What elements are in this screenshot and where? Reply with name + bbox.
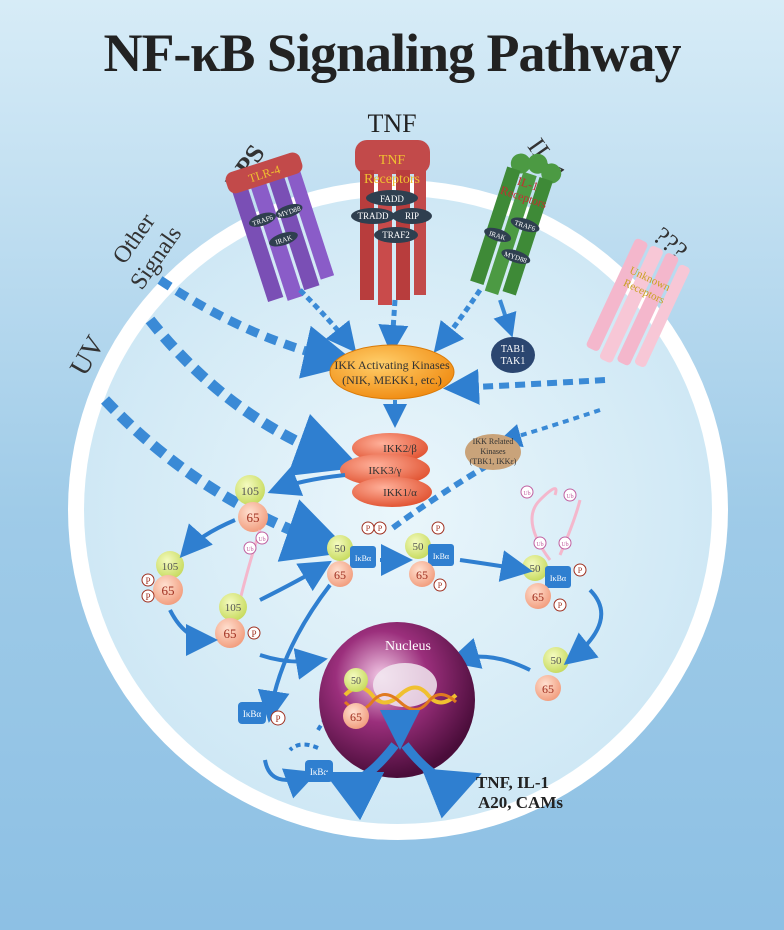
phospho-label: P — [436, 524, 441, 533]
ubiquitin-label: Ub — [561, 542, 568, 548]
phospho-label: P — [558, 601, 563, 610]
traf2-label: TRAF2 — [382, 230, 410, 240]
free-nfkb-dimer: 50 65 — [535, 647, 569, 701]
related-kinases-label-line2: Kinases — [480, 447, 505, 456]
phospho-label: P — [145, 576, 150, 586]
ikk-activating-kinases: IKK Activating Kinases (NIK, MEKK1, etc.… — [329, 344, 455, 400]
ikba-label: IκBα — [433, 552, 450, 561]
ikk3-label: IKK3/γ — [369, 465, 402, 477]
phospho-label: P — [145, 592, 150, 602]
tnf-receptors-label-line1: TNF — [379, 153, 406, 168]
related-kinases-label-line3: (TBK1, IKKε) — [470, 457, 517, 466]
p50-label: 50 — [413, 541, 425, 553]
ubiquitin-label: Ub — [536, 542, 543, 548]
tnf-signal-label: TNF — [367, 109, 416, 138]
ikk-complex: IKK2/β IKK3/γ IKK1/α — [340, 433, 432, 507]
output-genes-line1: TNF, IL-1 — [476, 773, 549, 792]
p105-p65-ubiquitinated: Ub Ub 105 65 P — [215, 529, 269, 648]
fadd-label: FADD — [380, 194, 404, 204]
phospho-label: P — [578, 566, 583, 575]
phospho-label: P — [438, 581, 443, 590]
tnf-receptor: TNF Receptors FADD TRADD RIP TRAF2 — [351, 140, 432, 305]
p50-label: 50 — [335, 543, 347, 555]
p105-label: 105 — [162, 561, 179, 573]
unknown-receptors: Unknown Receptors — [586, 238, 690, 368]
ikba-label: IκBα — [550, 574, 567, 583]
nucleus: Nucleus 50 65 — [319, 622, 475, 778]
ikba-label: IκBα — [355, 554, 372, 563]
p65-label: 65 — [542, 682, 554, 696]
p50-label: 50 — [351, 676, 361, 687]
nucleus-label: Nucleus — [385, 639, 431, 654]
activating-kinases-label-line2: (NIK, MEKK1, etc.) — [342, 373, 442, 387]
phospho-label: P — [275, 714, 280, 724]
tradd-label: TRADD — [358, 211, 389, 221]
p105-p65-phospho-left: 105 65 P P — [141, 551, 184, 605]
output-genes-line2: A20, CAMs — [478, 793, 563, 812]
activating-kinases-label-line1: IKK Activating Kinases — [334, 358, 450, 372]
tak1-label: TAK1 — [501, 356, 526, 367]
p65-label: 65 — [416, 568, 428, 582]
page-title: NF-κB Signaling Pathway — [103, 23, 681, 83]
lps-receptor: TLR-4 TRAF6 MYD88 IRAK — [225, 152, 335, 302]
tab1-tak1: TAB1 TAK1 — [491, 337, 535, 373]
il1-receptors-label-line1: IL-1 — [516, 174, 541, 194]
p50-label: 50 — [551, 655, 563, 667]
ikk2-label: IKK2/β — [383, 443, 417, 455]
ikba-label: IκBα — [310, 767, 329, 777]
ikba-label: IκBα — [243, 709, 262, 719]
phospho-label: P — [251, 629, 256, 639]
nfkb-ikba-complex-center: 50 65 IκBα P P — [327, 521, 387, 587]
p50-label: 50 — [530, 563, 542, 575]
p65-label: 65 — [350, 710, 362, 724]
p65-label: 65 — [532, 590, 544, 604]
p105-label: 105 — [225, 602, 242, 614]
ikk1-label: IKK1/α — [383, 487, 417, 499]
transcription-output: TNF, IL-1 A20, CAMs — [323, 742, 563, 821]
ubiquitin-label: Ub — [523, 491, 530, 497]
p105-label: 105 — [241, 484, 259, 498]
cytoplasm-arrows — [168, 466, 604, 799]
ikk-related-kinases: IKK Related Kinases (TBK1, IKKε) — [465, 434, 521, 470]
dna-strand — [343, 685, 458, 705]
ubiquitin-label: Ub — [566, 494, 573, 500]
rip-label: RIP — [405, 211, 419, 221]
ubiquitin-label: Ub — [246, 547, 253, 553]
phospho-label: P — [366, 524, 371, 533]
tnf-receptors-label-line2: Receptors — [364, 172, 420, 187]
p65-label: 65 — [162, 583, 175, 598]
ikba-phospho-free: IκBα P — [238, 702, 286, 726]
p105-p65-complex-top: 105 65 — [235, 475, 268, 532]
tab1-label: TAB1 — [501, 344, 525, 355]
ikba-new: IκBα — [305, 760, 333, 782]
signal-arrows — [101, 276, 606, 562]
p65-label: 65 — [224, 626, 237, 641]
p65-label: 65 — [247, 510, 260, 525]
ubiquitin-label: Ub — [258, 537, 265, 543]
p65-label: 65 — [334, 568, 346, 582]
phospho-label: P — [378, 524, 383, 533]
related-kinases-label-line1: IKK Related — [473, 437, 514, 446]
